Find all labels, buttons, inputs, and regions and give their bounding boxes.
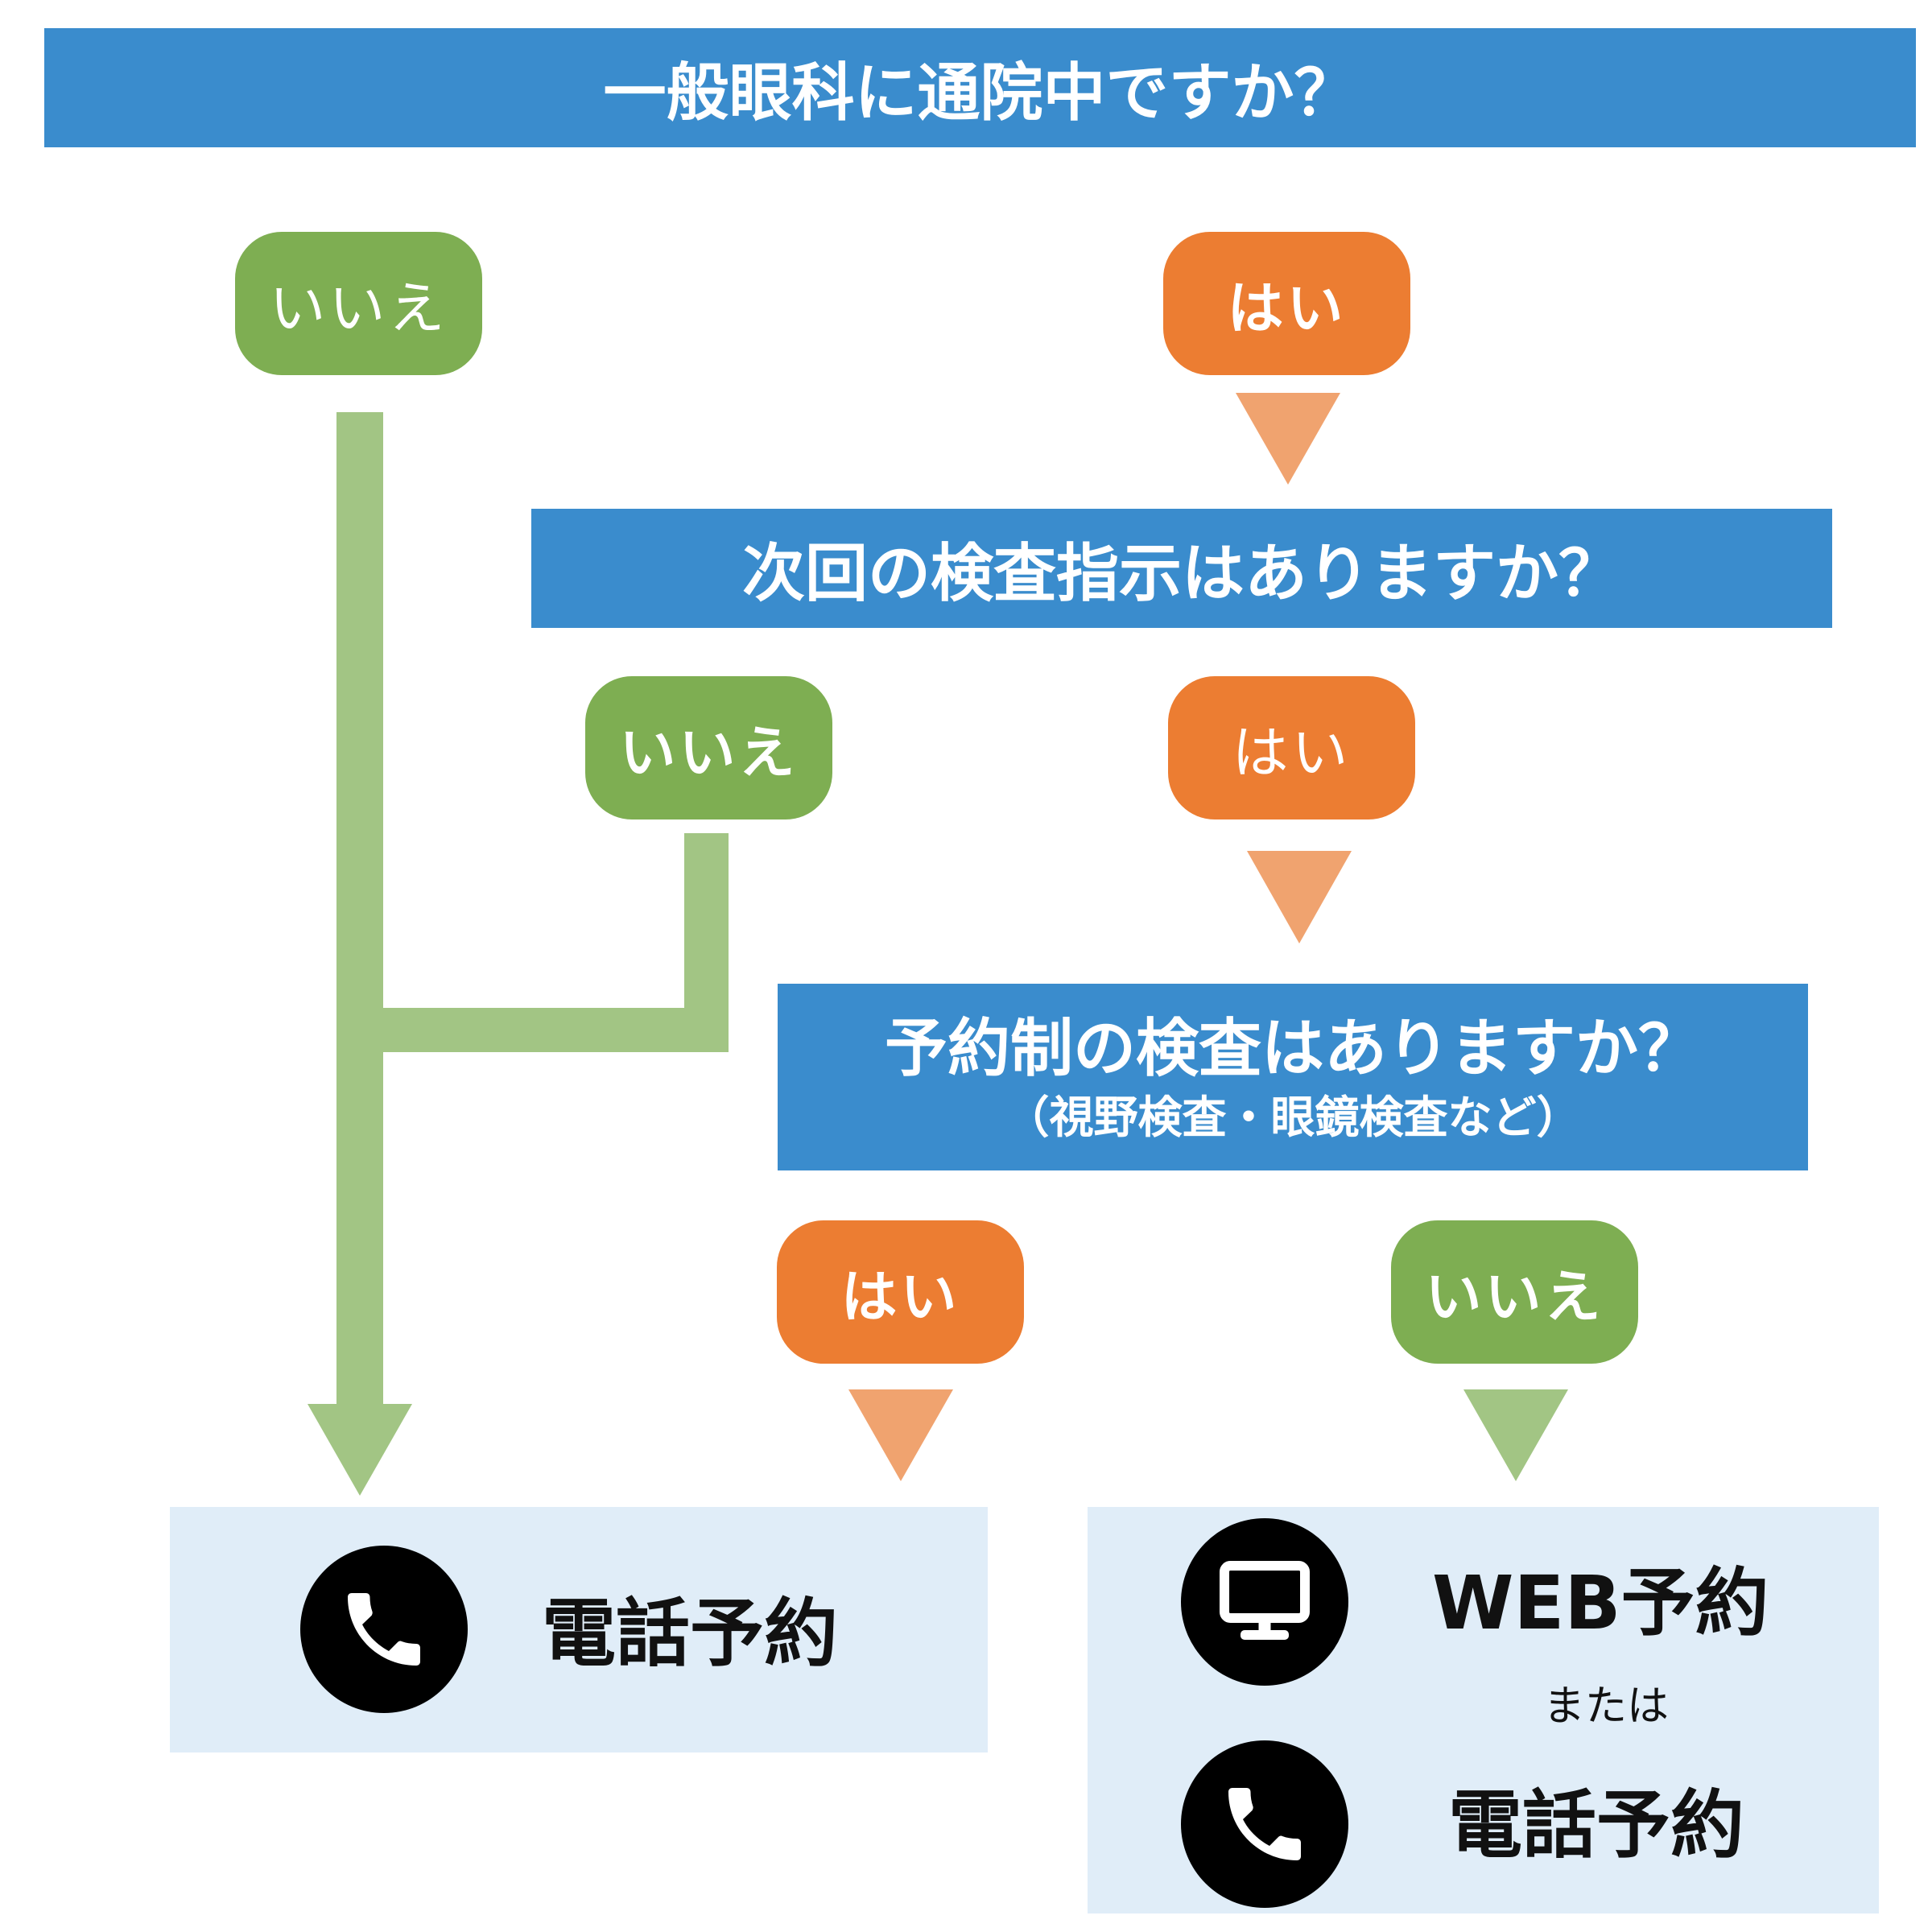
result-right-or-label: または [1543,1682,1670,1731]
result-right-phone-label: 電話予約 [1448,1782,1745,1868]
question-3-box: 予約制の検査はありますか？ （視野検査・眼鏡検査など） [778,984,1808,1170]
q3-yes-pill: はい [777,1220,1024,1364]
result-left-label: 電話予約 [542,1591,839,1677]
no-path-arrow [308,1404,412,1496]
q2-no-join-bar [383,1008,684,1052]
no-path-vertical-bar [336,412,383,1404]
q2-yes-label: はい [1232,719,1352,786]
q2-no-pill: いいえ [585,676,832,819]
q3-no-pill: いいえ [1391,1220,1638,1364]
q1-yes-label: はい [1227,275,1347,341]
question-2-text: 次回の検査指示はありますか？ [741,538,1621,610]
question-1-box: 一般眼科に通院中ですか？ [44,28,1916,147]
monitor-icon [1181,1518,1348,1686]
q3-yes-arrow [848,1389,953,1481]
q1-no-pill: いいえ [235,232,482,375]
question-1-text: 一般眼科に通院中ですか？ [603,57,1357,130]
phone-icon [300,1546,468,1713]
q2-no-label: いいえ [619,719,799,786]
question-3-subtext: （視野検査・眼鏡検査など） [1005,1092,1581,1143]
result-right-box: WEB予約 または 電話予約 [1088,1507,1879,1913]
phone-icon [1181,1740,1348,1908]
question-2-box: 次回の検査指示はありますか？ [531,509,1832,628]
question-3-text: 予約制の検査はありますか？ [884,1013,1701,1085]
result-left-box: 電話予約 [170,1507,988,1752]
q2-yes-pill: はい [1168,676,1415,819]
q1-yes-arrow [1236,393,1340,485]
q2-yes-arrow [1247,851,1352,943]
q1-yes-pill: はい [1163,232,1410,375]
result-right-web-label: WEB予約 [1432,1560,1769,1646]
q3-yes-label: はい [840,1263,960,1330]
q2-no-drop-bar [684,833,729,1052]
q3-no-arrow [1463,1389,1568,1481]
q3-no-label: いいえ [1425,1263,1604,1330]
q1-no-label: いいえ [269,275,448,341]
